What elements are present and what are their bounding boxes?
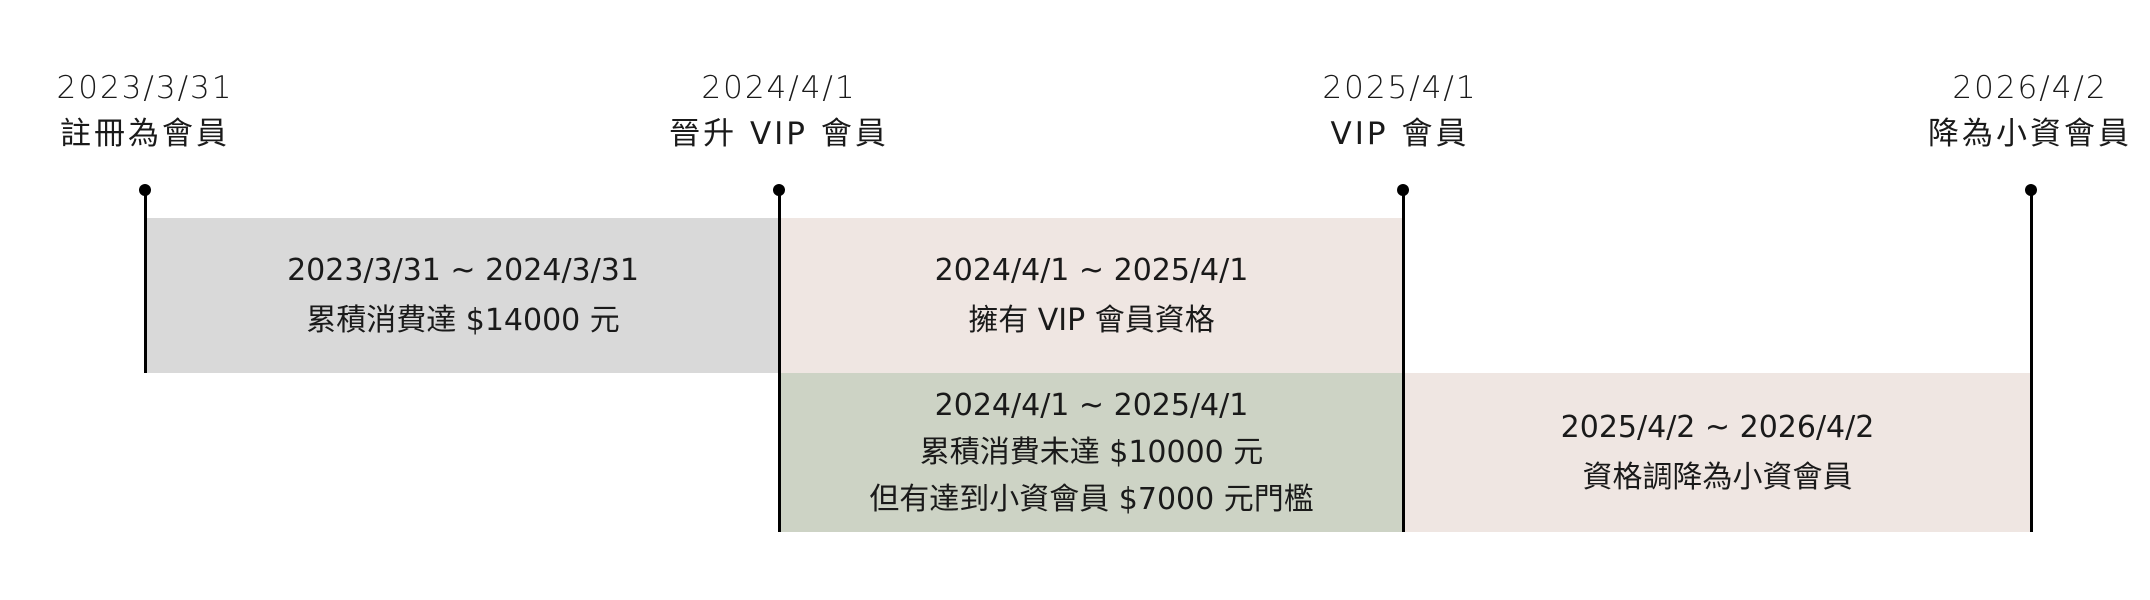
timeline-dot-icon	[2025, 184, 2037, 196]
timeline-marker-line-2	[778, 190, 781, 532]
milestone-label-4: 2026/4/2 降為小資會員	[1850, 66, 2150, 158]
period-range: 2025/4/2 ~ 2026/4/2	[1560, 409, 1875, 445]
period-note: 累積消費達 $14000 元	[306, 302, 620, 338]
milestone-label-2: 2024/4/1 晉升 VIP 會員	[599, 66, 959, 158]
milestone-desc: 晉升 VIP 會員	[669, 116, 889, 152]
period-block-vip: 2024/4/1 ~ 2025/4/1 擁有 VIP 會員資格	[780, 218, 1403, 373]
period-range: 2023/3/31 ~ 2024/3/31	[287, 252, 639, 288]
timeline-marker-line-1	[144, 190, 147, 373]
period-note: 擁有 VIP 會員資格	[968, 302, 1215, 338]
period-range: 2024/4/1 ~ 2025/4/1	[934, 388, 1249, 423]
timeline-dot-icon	[1397, 184, 1409, 196]
timeline-marker-line-3	[1402, 190, 1405, 532]
milestone-label-3: 2025/4/1 VIP 會員	[1220, 66, 1580, 158]
milestone-date: 2024/4/1	[701, 70, 857, 106]
period-block-vip-review: 2024/4/1 ~ 2025/4/1 累積消費未達 $10000 元 但有達到…	[780, 373, 1403, 532]
milestone-date: 2026/4/2	[1952, 70, 2108, 106]
milestone-desc: 註冊為會員	[60, 116, 230, 152]
timeline-dot-icon	[773, 184, 785, 196]
milestone-date: 2025/4/1	[1322, 70, 1478, 106]
period-block-downgrade: 2025/4/2 ~ 2026/4/2 資格調降為小資會員	[1404, 373, 2031, 532]
milestone-desc: 降為小資會員	[1928, 116, 2132, 152]
period-block-registration: 2023/3/31 ~ 2024/3/31 累積消費達 $14000 元	[147, 218, 779, 373]
period-note: 累積消費未達 $10000 元	[919, 435, 1264, 470]
timeline-marker-line-4	[2030, 190, 2033, 532]
period-range: 2024/4/1 ~ 2025/4/1	[934, 252, 1249, 288]
period-note: 但有達到小資會員 $7000 元門檻	[869, 482, 1314, 517]
milestone-label-1: 2023/3/31 註冊為會員	[0, 66, 325, 158]
milestone-date: 2023/3/31	[56, 70, 234, 106]
timeline-dot-icon	[139, 184, 151, 196]
milestone-desc: VIP 會員	[1330, 116, 1470, 152]
period-note: 資格調降為小資會員	[1582, 459, 1853, 495]
